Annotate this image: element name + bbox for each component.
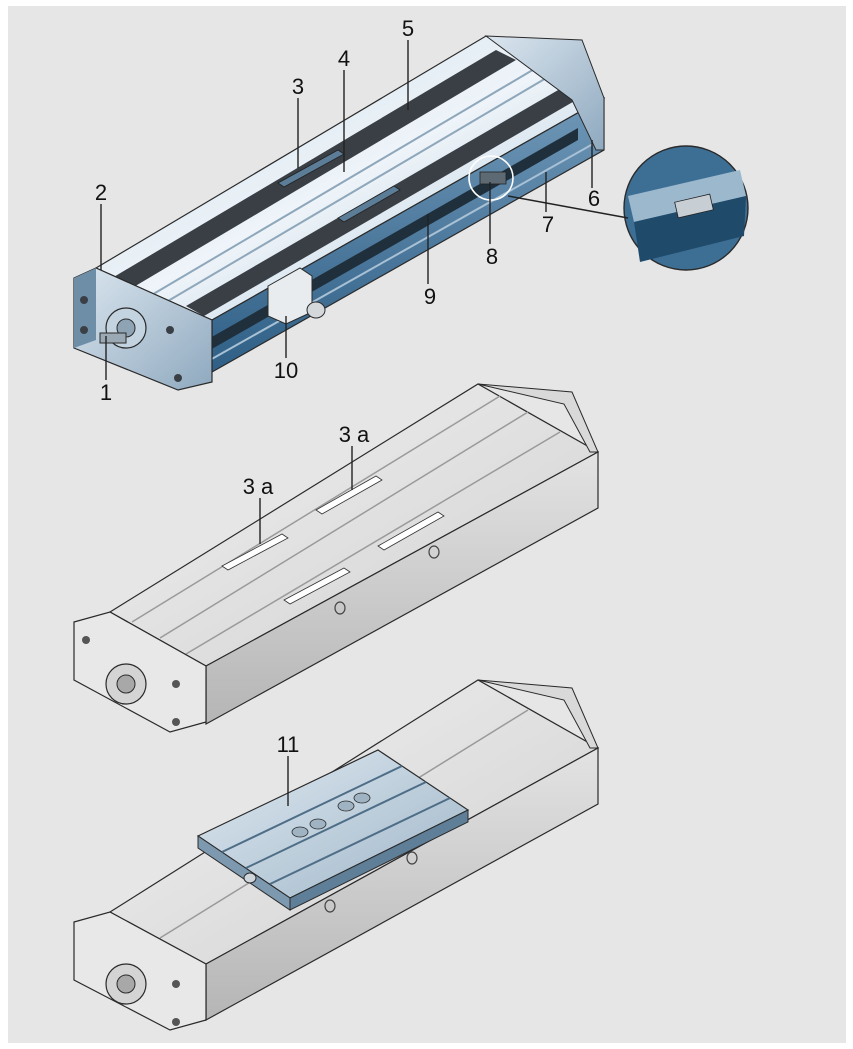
switch-mounting-strip-2 xyxy=(337,185,401,223)
top-far-end-cap xyxy=(484,35,605,151)
middle-far-end-cap xyxy=(477,383,599,453)
detail-zoom xyxy=(623,145,749,271)
middle-hole-1 xyxy=(334,601,346,615)
carriage-plate-front xyxy=(197,835,291,911)
top-groove-2 xyxy=(167,73,554,302)
bottom-screw-2 xyxy=(172,1018,180,1026)
callout-6: 6 xyxy=(588,186,600,211)
callout-labels: 1 2 3 4 5 6 7 8 9 10 3 a 3 a 11 xyxy=(95,16,600,757)
screw-1 xyxy=(80,296,88,304)
strip-3a-4 xyxy=(377,511,445,551)
bottom-screw-1 xyxy=(172,980,180,988)
strip-3a-3 xyxy=(283,567,351,605)
middle-hole-2 xyxy=(428,545,440,559)
middle-linear-module xyxy=(73,383,600,733)
bottom-hole-1 xyxy=(324,899,336,913)
top-linear-module xyxy=(73,35,606,391)
plate-hole-3 xyxy=(337,800,355,812)
callout-11: 11 xyxy=(277,732,300,757)
plate-hole-2 xyxy=(309,818,327,830)
plate-slot-1 xyxy=(221,765,403,853)
zoom-sensor xyxy=(674,193,714,219)
bottom-drive-shaft xyxy=(116,974,136,994)
sensor-switch xyxy=(479,171,507,185)
leader-lines xyxy=(100,40,629,806)
side-highlight xyxy=(209,139,601,361)
zoom-rail-side xyxy=(634,196,746,262)
callout-4: 4 xyxy=(338,46,350,71)
top-groove-1 xyxy=(149,67,537,297)
leader-zoom xyxy=(507,195,629,219)
middle-screw-3 xyxy=(82,636,90,644)
middle-screw-2 xyxy=(172,718,180,726)
zoom-rail-top xyxy=(628,170,746,222)
screw-4 xyxy=(174,374,182,382)
cover-band-right xyxy=(186,82,590,316)
callout-7: 7 xyxy=(542,212,554,237)
end-plate-side xyxy=(74,268,96,348)
callout-1: 1 xyxy=(100,380,112,405)
carriage-knob xyxy=(306,301,326,319)
plate-hole-1 xyxy=(291,826,309,838)
screw-3 xyxy=(166,326,174,334)
strip-3a-1 xyxy=(221,533,289,571)
bottom-hole-2 xyxy=(406,851,418,865)
bottom-far-end-cap xyxy=(477,679,599,749)
callout-3: 3 xyxy=(292,74,304,99)
plate-slot-3 xyxy=(269,797,451,885)
mid-groove-2 xyxy=(159,411,529,639)
plate-knob xyxy=(243,872,257,884)
callout-9: 9 xyxy=(424,284,436,309)
plate-hole-4 xyxy=(353,792,371,804)
shaft-end xyxy=(99,332,127,344)
callout-8: 8 xyxy=(486,244,498,269)
mid-groove-3 xyxy=(185,431,561,655)
callout-2: 2 xyxy=(95,180,107,205)
screw-2 xyxy=(80,326,88,334)
callout-10: 10 xyxy=(274,358,298,383)
middle-screw-1 xyxy=(172,680,180,688)
callout-3a-left: 3 a xyxy=(243,474,274,499)
callout-3a-right: 3 a xyxy=(339,422,370,447)
strip-3a-2 xyxy=(315,475,383,515)
bottom-linear-module xyxy=(73,679,600,1031)
callout-5: 5 xyxy=(402,16,414,41)
plate-slot-2 xyxy=(245,781,427,869)
detail-circle xyxy=(468,155,514,201)
mid-groove-1 xyxy=(131,395,501,623)
middle-drive-shaft xyxy=(116,674,136,694)
